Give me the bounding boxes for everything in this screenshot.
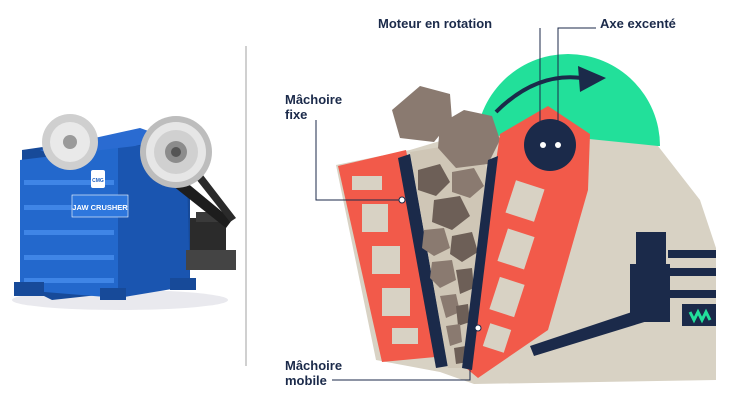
tension-mechanism (630, 232, 716, 326)
eccentric-hub (524, 119, 576, 171)
label-fixed-jaw-line2: fixe (285, 107, 308, 122)
crusher-logo: CMG (92, 178, 104, 184)
incoming-rocks (392, 86, 500, 168)
pulley-front (140, 116, 212, 188)
label-eccentric-axis: Axe excenté (600, 16, 676, 31)
leader-lines (315, 27, 596, 381)
flywheel-back (42, 114, 98, 170)
spring-icon (688, 308, 712, 324)
label-motor: Moteur en rotation (378, 16, 493, 31)
moving-jaw (462, 106, 590, 378)
jaw-crusher-photo: JAW CRUSHER CMG (12, 114, 236, 310)
label-fixed-jaw-line1: Mâchoire (285, 92, 343, 107)
curved-arrow-icon (494, 66, 606, 114)
label-moving-jaw-line1: Mâchoire (285, 358, 343, 373)
label-moving-jaw-line2: mobile (285, 373, 327, 388)
fixed-jaw (338, 150, 448, 368)
crusher-cross-section (315, 27, 716, 384)
jaw-crusher-plate-text: JAW CRUSHER (72, 203, 128, 212)
